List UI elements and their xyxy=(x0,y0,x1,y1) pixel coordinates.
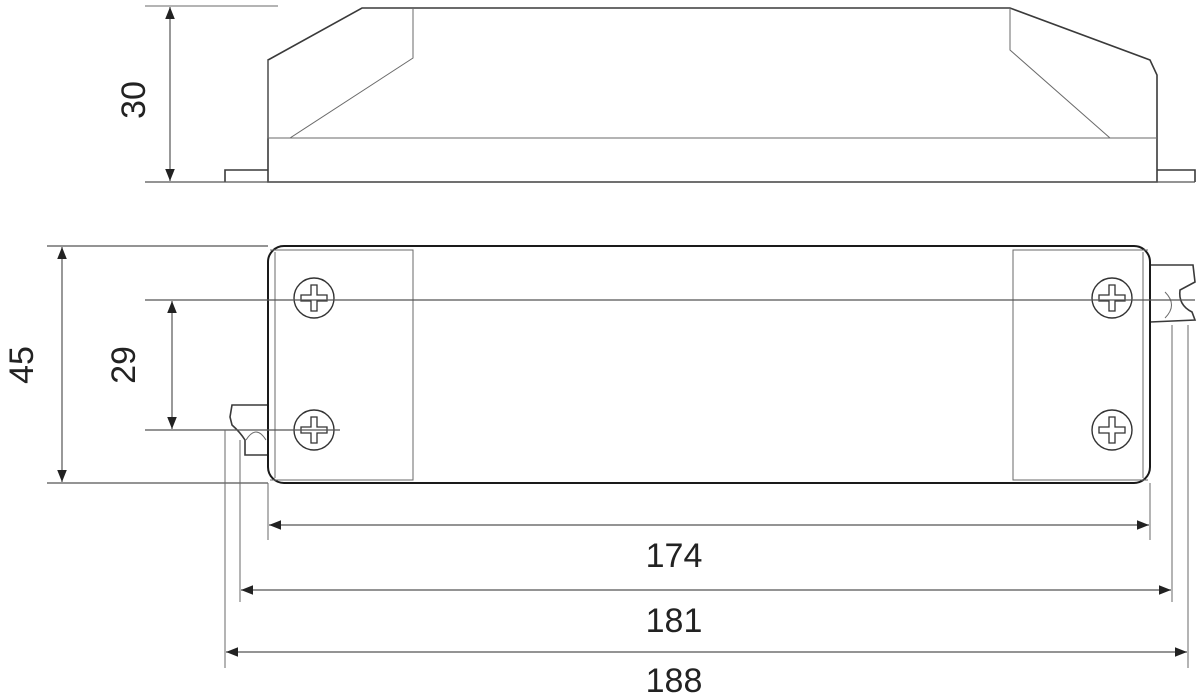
housing-outline xyxy=(267,245,1151,484)
dimension-width: 45 xyxy=(3,247,67,482)
dimension-length-overall: 188 xyxy=(226,647,1187,697)
dimension-width-label: 45 xyxy=(3,346,41,384)
screw-icon xyxy=(1091,409,1133,451)
dimension-height: 30 xyxy=(115,6,175,181)
side-view xyxy=(145,5,1196,183)
dimension-length-tabs: 181 xyxy=(241,585,1171,640)
screw-icon xyxy=(293,277,335,319)
dimension-hole-spacing: 29 xyxy=(105,301,177,429)
dimension-length-tabs-label: 181 xyxy=(646,602,703,640)
dimension-length-body-label: 174 xyxy=(646,537,703,575)
dimension-hole-spacing-label: 29 xyxy=(105,346,143,384)
top-view xyxy=(47,245,1197,668)
dimension-height-label: 30 xyxy=(115,81,153,119)
screw-icon xyxy=(1091,277,1133,319)
dimension-length-body: 174 xyxy=(269,520,1149,575)
dimension-length-overall-label: 188 xyxy=(646,662,703,697)
